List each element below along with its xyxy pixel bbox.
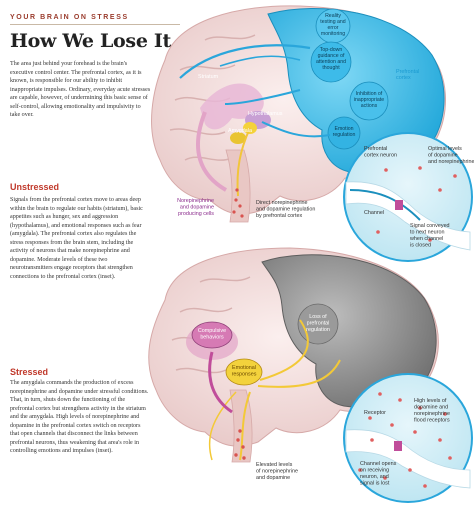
unstressed-text: Signals from the prefrontal cortex move … [10,197,143,280]
intro-text: The area just behind your forehead is th… [10,61,151,118]
kicker-rule [10,24,180,25]
stressed-inset [343,373,473,503]
label-amygdala: Amygdala [228,128,252,134]
stressed-text: The amygdala commands the production of … [10,380,149,454]
stressed-heading: Stressed [10,367,49,377]
label-hypothalamus: Hypothalamus [248,111,283,117]
unstressed-inset [343,132,473,262]
page-title: How We Lose It [10,30,171,52]
unstressed-heading: Unstressed [10,182,60,192]
label-receptor: Receptor [364,410,386,416]
label-striatum: Striatum [198,74,219,80]
label-channel: Channel [364,210,384,216]
kicker: YOUR BRAIN ON STRESS [10,14,129,21]
